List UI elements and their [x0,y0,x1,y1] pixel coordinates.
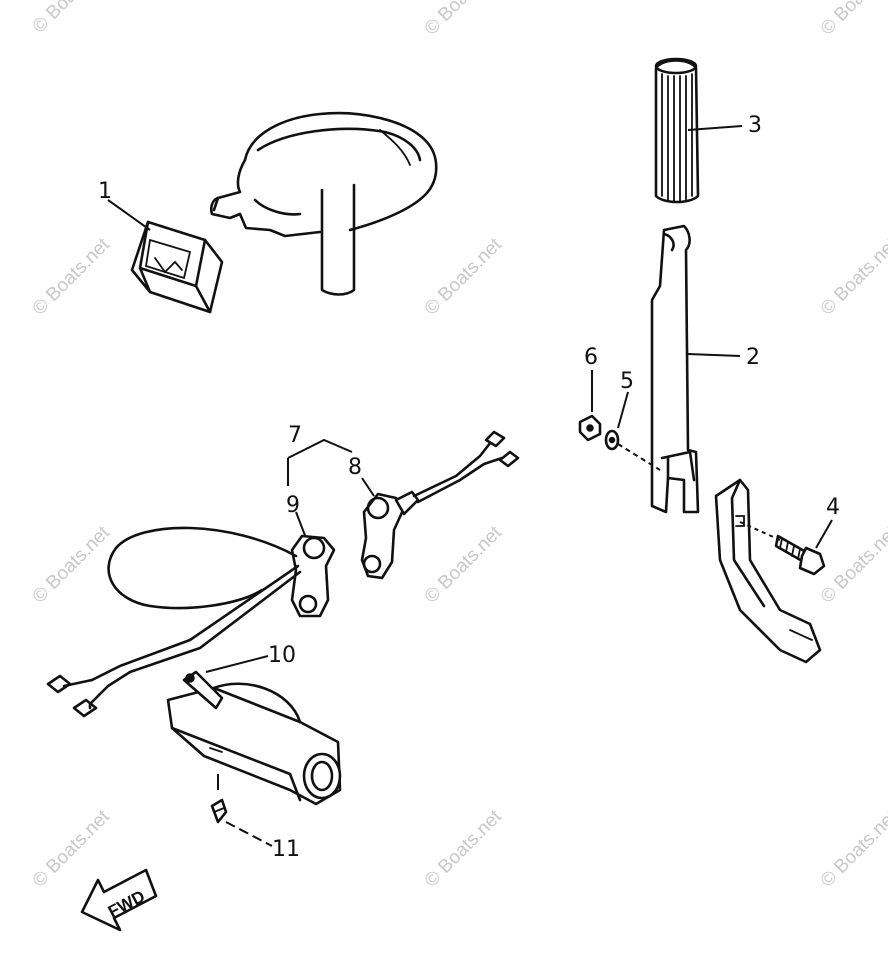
callout-1: 1 [98,179,112,204]
watermark: © Boats.net [421,0,507,40]
part-8-switch [360,430,520,580]
watermark: © Boats.net [29,234,115,320]
watermark: © Boats.net [421,806,507,892]
callout-2: 2 [746,345,760,370]
callout-4: 4 [826,495,840,520]
part-11-screw [210,774,273,847]
callout-labels: 1 2 3 4 5 6 7 8 9 10 11 [98,113,840,862]
callout-8: 8 [348,455,362,480]
leaders-7-8-9 [287,438,375,539]
callout-7: 7 [288,423,302,448]
watermark: © Boats.net [421,522,507,608]
watermark: © Boats.net [29,522,115,608]
part-6-nut [578,370,602,442]
part-2-tiller-arm [650,224,741,514]
watermark: © Boats.net [817,234,888,320]
callout-10: 10 [268,643,296,668]
watermark: © Boats.net [29,0,115,38]
part-10-handle [166,655,342,806]
callout-5: 5 [620,369,634,394]
watermark: © Boats.net [817,0,888,40]
callout-11: 11 [272,837,300,862]
part-9-switch [46,526,336,718]
callout-3: 3 [748,113,762,138]
watermark: © Boats.net [817,522,888,608]
watermark: © Boats.net [817,806,888,892]
fwd-arrow-icon: FWD [80,868,158,932]
watermark: © Boats.net [421,234,507,320]
callout-9: 9 [286,493,300,518]
engine-housing [209,111,438,296]
part-1-switch-cover [107,199,224,314]
part-4-bolt [739,519,833,576]
callout-6: 6 [584,345,598,370]
watermark: © Boats.net [29,806,115,892]
part-3-grip [654,57,743,204]
bracket [714,478,822,664]
part-5-washer [604,391,661,471]
